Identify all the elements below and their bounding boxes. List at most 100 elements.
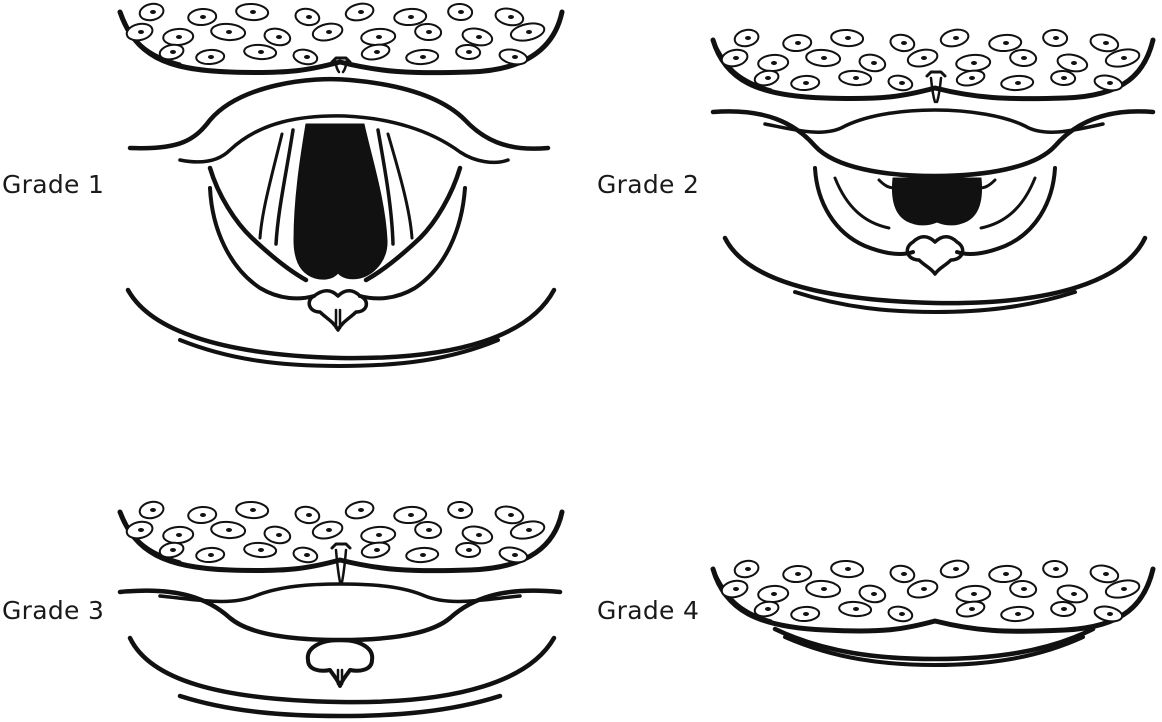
epiglottis-grade-2	[710, 109, 1156, 179]
papilla-nucleus	[208, 553, 214, 557]
papilla-nucleus	[170, 548, 176, 552]
papilla-nucleus	[803, 612, 809, 616]
papilla-nucleus	[1071, 61, 1077, 65]
papilla-nucleus	[745, 36, 751, 40]
papilla-nucleus	[426, 528, 432, 532]
papilla-nucleus	[971, 61, 977, 65]
papilla-nucleus	[138, 528, 144, 532]
papilla-nucleus	[1015, 612, 1021, 616]
grade-3-label: Grade 3	[2, 596, 105, 625]
grade-4-laryngeal-view-drawing	[710, 559, 1156, 667]
epiglottic-tip-grade-3	[305, 638, 375, 688]
papilla-nucleus	[226, 30, 232, 34]
papilla-nucleus	[408, 15, 414, 19]
papilla-nucleus	[304, 553, 310, 557]
pharyngeal-wall-grade-1	[125, 287, 557, 361]
papilla-nucleus	[408, 513, 414, 517]
papilla-nucleus	[150, 10, 156, 14]
papilla-nucleus	[1071, 592, 1077, 596]
papilla-nucleus	[150, 508, 156, 512]
papilla-nucleus	[1107, 81, 1113, 85]
papilla-nucleus	[426, 30, 432, 34]
papilla-nucleus	[276, 35, 282, 39]
pharyngeal-wall-grade-2	[722, 235, 1148, 306]
papilla-nucleus	[1107, 612, 1113, 616]
papilla-nucleus	[170, 50, 176, 54]
papilla-nucleus	[326, 30, 332, 34]
papilla-nucleus	[306, 15, 312, 19]
papilla-nucleus	[466, 548, 472, 552]
papilla-nucleus	[771, 61, 777, 65]
papilla-nucleus	[969, 607, 975, 611]
papilla-nucleus	[871, 592, 877, 596]
papillae-cells-grade-3	[125, 500, 546, 564]
papilla-nucleus	[1021, 56, 1027, 60]
papilla-nucleus	[1103, 41, 1109, 45]
papilla-nucleus	[376, 35, 382, 39]
papilla-nucleus	[795, 572, 801, 576]
papillae-cells-grade-1	[125, 2, 546, 66]
papilla-nucleus	[803, 81, 809, 85]
papilla-nucleus	[845, 567, 851, 571]
papilla-nucleus	[1061, 607, 1067, 611]
papilla-nucleus	[176, 533, 182, 537]
papilla-nucleus	[765, 76, 771, 80]
papilla-nucleus	[1053, 567, 1059, 571]
papilla-nucleus	[733, 587, 739, 591]
papilla-nucleus	[526, 528, 532, 532]
papilla-nucleus	[921, 56, 927, 60]
papilla-nucleus	[733, 56, 739, 60]
grade-4-label: Grade 4	[597, 596, 700, 625]
papilla-nucleus	[208, 55, 214, 59]
papilla-nucleus	[953, 567, 959, 571]
papilla-nucleus	[512, 55, 518, 59]
papilla-nucleus	[374, 548, 380, 552]
papilla-nucleus	[508, 513, 514, 517]
papilla-nucleus	[420, 553, 426, 557]
papilla-nucleus	[853, 76, 859, 80]
papilla-nucleus	[200, 15, 206, 19]
papilla-nucleus	[953, 36, 959, 40]
papilla-nucleus	[771, 592, 777, 596]
papilla-nucleus	[250, 508, 256, 512]
papilla-nucleus	[1103, 572, 1109, 576]
papilla-nucleus	[901, 41, 907, 45]
papilla-nucleus	[466, 50, 472, 54]
papilla-nucleus	[971, 592, 977, 596]
papilla-nucleus	[921, 587, 927, 591]
papilla-nucleus	[376, 533, 382, 537]
pharyngeal-wall-grade-4	[772, 626, 1096, 662]
papilla-nucleus	[476, 533, 482, 537]
grade-3-laryngeal-view-drawing	[117, 500, 565, 719]
papilla-nucleus	[901, 572, 907, 576]
papilla-nucleus	[1003, 572, 1009, 576]
papilla-nucleus	[138, 30, 144, 34]
papilla-nucleus	[1061, 76, 1067, 80]
papilla-nucleus	[176, 35, 182, 39]
papilla-nucleus	[745, 567, 751, 571]
papilla-nucleus	[458, 10, 464, 14]
papilla-nucleus	[326, 528, 332, 532]
papilla-nucleus	[374, 50, 380, 54]
papilla-nucleus	[358, 10, 364, 14]
papilla-nucleus	[200, 513, 206, 517]
papilla-nucleus	[821, 587, 827, 591]
papilla-nucleus	[258, 548, 264, 552]
papilla-nucleus	[969, 76, 975, 80]
grade-1-label: Grade 1	[2, 170, 105, 199]
glottic-opening-grade-1	[293, 123, 388, 280]
arytenoids-grade-1	[307, 289, 369, 332]
papilla-nucleus	[358, 508, 364, 512]
papilla-nucleus	[795, 41, 801, 45]
papilla-nucleus	[226, 528, 232, 532]
papilla-nucleus	[765, 607, 771, 611]
grade-2-laryngeal-view-drawing	[710, 28, 1156, 314]
papilla-nucleus	[1021, 587, 1027, 591]
papilla-nucleus	[508, 15, 514, 19]
papilla-nucleus	[476, 35, 482, 39]
papilla-nucleus	[899, 81, 905, 85]
papilla-nucleus	[853, 607, 859, 611]
papilla-nucleus	[276, 533, 282, 537]
papilla-nucleus	[899, 612, 905, 616]
papillae-cells-grade-2	[720, 28, 1141, 92]
